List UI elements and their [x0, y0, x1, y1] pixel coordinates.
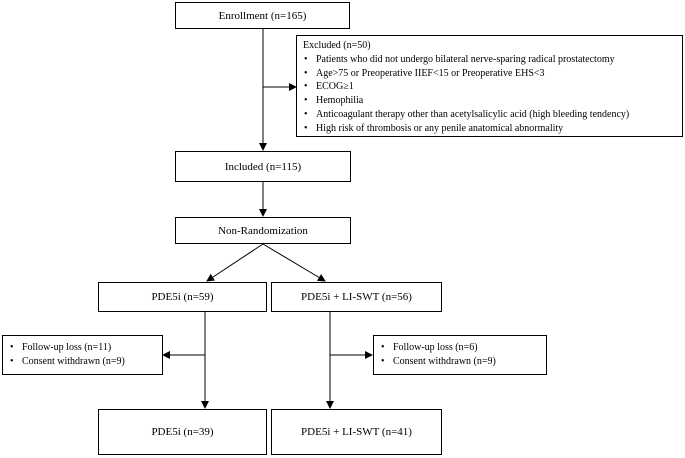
exclusion-item: Anticoagulant therapy other than acetyls…	[303, 108, 676, 122]
exclusion-item: ECOG≥1	[303, 80, 676, 94]
left-losses-box: Follow-up loss (n=11) Consent withdrawn …	[2, 335, 163, 375]
loss-item: Consent withdrawn (n=9)	[380, 355, 496, 369]
arrow-randomization-to-left-arm	[206, 243, 264, 282]
right-final-label: PDE5i + LI-SWT (n=41)	[301, 426, 412, 438]
loss-item: Follow-up loss (n=11)	[9, 341, 125, 355]
right-final-box: PDE5i + LI-SWT (n=41)	[271, 409, 442, 455]
enrollment-label: Enrollment (n=165)	[218, 9, 307, 22]
right-arm-box: PDE5i + LI-SWT (n=56)	[271, 282, 442, 312]
left-final-box: PDE5i (n=39)	[98, 409, 267, 455]
enrollment-box: Enrollment (n=165)	[175, 2, 350, 29]
right-arm-label: PDE5i + LI-SWT (n=56)	[301, 291, 412, 303]
exclusion-item: High risk of thrombosis or any penile an…	[303, 122, 676, 136]
right-losses-box: Follow-up loss (n=6) Consent withdrawn (…	[373, 335, 547, 375]
included-box: Included (n=115)	[175, 151, 351, 182]
exclusion-item: Patients who did not undergo bilateral n…	[303, 53, 676, 67]
loss-item: Consent withdrawn (n=9)	[9, 355, 125, 369]
right-losses-list: Follow-up loss (n=6) Consent withdrawn (…	[380, 341, 496, 369]
left-final-label: PDE5i (n=39)	[151, 426, 214, 438]
arrow-randomization-to-right-arm	[262, 243, 326, 282]
left-arm-box: PDE5i (n=59)	[98, 282, 267, 312]
exclusion-item: Age>75 or Preoperative IIEF<15 or Preope…	[303, 67, 676, 81]
randomization-label: Non-Randomization	[218, 224, 308, 237]
left-losses-list: Follow-up loss (n=11) Consent withdrawn …	[9, 341, 125, 369]
excluded-title: Excluded (n=50)	[303, 40, 371, 51]
included-label: Included (n=115)	[224, 160, 302, 173]
left-arm-label: PDE5i (n=59)	[151, 291, 214, 303]
loss-item: Follow-up loss (n=6)	[380, 341, 496, 355]
exclusion-item: Hemophilia	[303, 94, 676, 108]
excluded-box: Excluded (n=50) Patients who did not und…	[296, 35, 683, 137]
randomization-box: Non-Randomization	[175, 217, 351, 244]
exclusion-criteria-list: Patients who did not undergo bilateral n…	[303, 53, 676, 136]
